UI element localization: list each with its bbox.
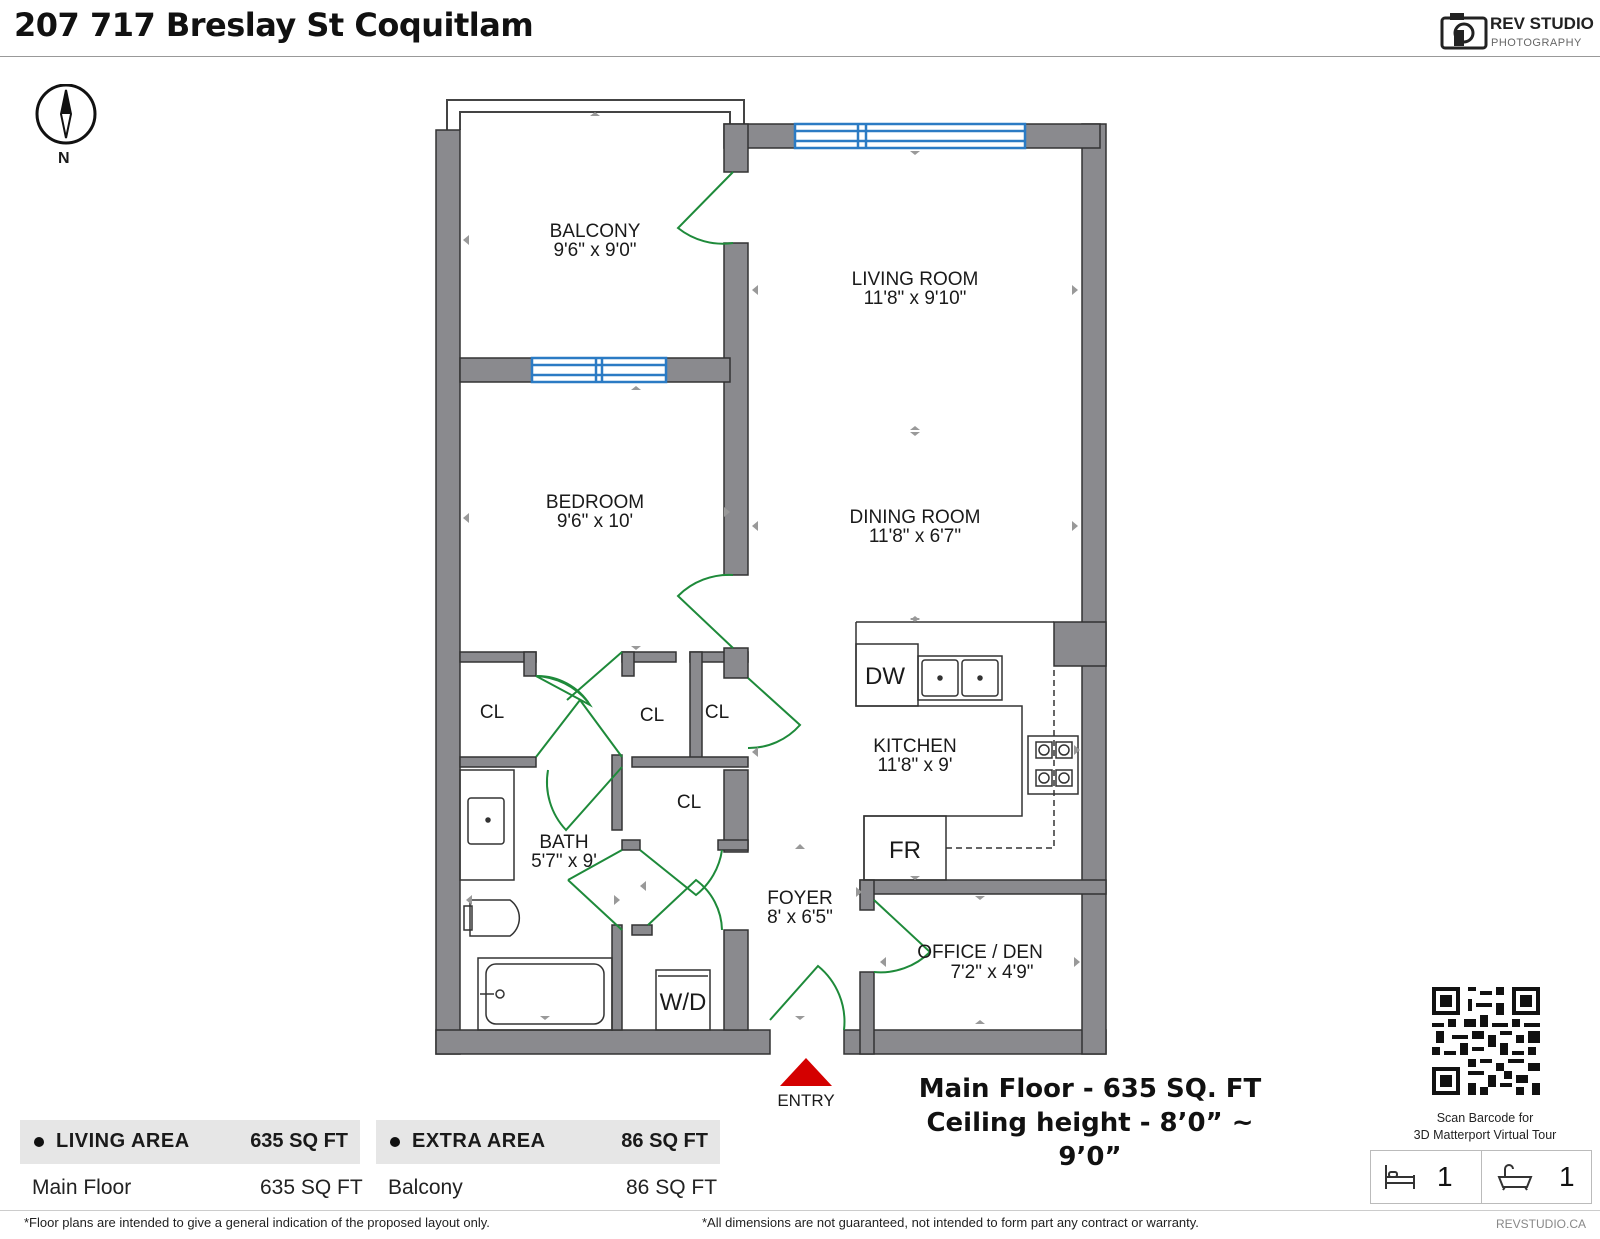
footer-website: REVSTUDIO.CA: [1495, 1217, 1586, 1231]
compass-icon: [35, 84, 97, 145]
room-size-dining: 11'8" x 6'7": [869, 526, 961, 547]
windows: [530, 122, 1027, 384]
compass-north-label: N: [58, 150, 70, 167]
bath-fixtures: [459, 769, 711, 1031]
dishwasher-label: DW: [865, 663, 905, 690]
qr-caption: Scan Barcode for 3D Matterport Virtual T…: [1385, 1110, 1585, 1144]
bathroom-count: 1: [1559, 1161, 1575, 1192]
qr-caption-line2: 3D Matterport Virtual Tour: [1413, 1128, 1557, 1142]
logo-brand: REV STUDIO: [1490, 14, 1594, 33]
closet-label: CL: [705, 702, 729, 723]
room-name-office: OFFICE / DEN: [917, 942, 1043, 963]
footer-disclaimer-right: *All dimensions are not guaranteed, not …: [702, 1215, 1199, 1230]
ceiling-height: Ceiling height - 8’0” ~ 9’0”: [926, 1108, 1254, 1172]
footer-disclaimer-left: *Floor plans are intended to give a gene…: [24, 1215, 490, 1230]
qr-code-icon: [1432, 987, 1540, 1095]
footer-divider: [0, 1210, 1600, 1211]
logo-subtitle: PHOTOGRAPHY: [1491, 37, 1582, 49]
extra-area-row-value: 86 SQ FT: [626, 1176, 718, 1199]
extra-area-header: EXTRA AREA 86 SQ FT: [376, 1120, 720, 1164]
room-counts: 1 1: [1370, 1150, 1592, 1204]
room-name-foyer: FOYER: [767, 888, 832, 909]
bed-icon: [1385, 1165, 1415, 1189]
room-size-bath: 5'7" x 9': [531, 851, 597, 872]
living-area-row-label: Main Floor: [32, 1176, 132, 1199]
room-name-balcony: BALCONY: [550, 221, 641, 242]
floor-summary: Main Floor - 635 SQ. FT Ceiling height -…: [900, 1072, 1280, 1174]
dimension-markers: [463, 112, 1080, 1024]
header-divider: [0, 56, 1600, 57]
washer-dryer-label: W/D: [660, 989, 707, 1016]
room-size-bedroom: 9'6" x 10': [557, 511, 633, 532]
counts-divider: [1481, 1151, 1482, 1203]
room-size-foyer: 8' x 6'5": [767, 907, 833, 928]
camera-icon: [1440, 13, 1488, 50]
room-name-dining: DINING ROOM: [850, 507, 981, 528]
living-area-header: LIVING AREA 635 SQ FT: [20, 1120, 360, 1164]
room-size-office: 7'2" x 4'9": [950, 962, 1033, 983]
closet-label: CL: [480, 702, 504, 723]
bedroom-count: 1: [1437, 1161, 1453, 1192]
door-swings: [535, 171, 932, 1031]
bullet-icon: [34, 1137, 44, 1147]
room-size-kitchen: 11'8" x 9': [878, 755, 953, 776]
bathtub-icon: [1497, 1164, 1533, 1191]
room-name-living: LIVING ROOM: [852, 269, 979, 290]
kitchen-fixtures: [855, 621, 1079, 881]
fridge-label: FR: [889, 837, 921, 864]
entry-arrow: [780, 1058, 832, 1086]
room-size-balcony: 9'6" x 9'0": [553, 240, 636, 261]
closet-label: CL: [640, 705, 664, 726]
extra-area-total: 86 SQ FT: [621, 1130, 708, 1152]
room-name-kitchen: KITCHEN: [873, 736, 956, 757]
extra-area-row-label: Balcony: [388, 1176, 463, 1199]
walls: [435, 123, 1107, 1055]
bullet-icon: [390, 1137, 400, 1147]
room-name-bedroom: BEDROOM: [546, 492, 644, 513]
entry-label: ENTRY: [777, 1091, 834, 1110]
living-area-row-value: 635 SQ FT: [260, 1176, 363, 1199]
qr-caption-line1: Scan Barcode for: [1436, 1111, 1534, 1125]
rev-studio-logo: REV STUDIO PHOTOGRAPHY: [1440, 10, 1594, 52]
main-floor-area: Main Floor - 635 SQ. FT: [918, 1074, 1262, 1104]
extra-area-heading: EXTRA AREA: [412, 1130, 546, 1152]
living-area-heading: LIVING AREA: [56, 1130, 190, 1152]
closet-label: CL: [677, 792, 701, 813]
room-size-living: 11'8" x 9'10": [864, 288, 967, 309]
living-area-total: 635 SQ FT: [250, 1130, 348, 1152]
listing-title: 207 717 Breslay St Coquitlam: [14, 6, 534, 44]
room-name-bath: BATH: [539, 832, 588, 853]
